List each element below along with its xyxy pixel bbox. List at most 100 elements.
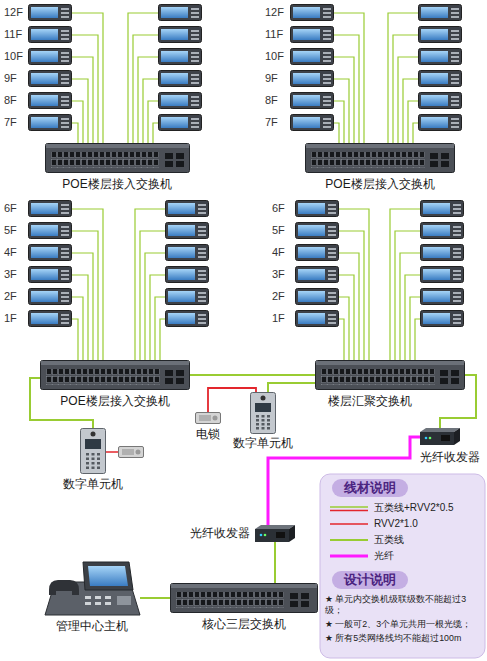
transceiver-graphic bbox=[420, 432, 454, 445]
cable-connector bbox=[274, 542, 276, 583]
unit-station-graphic bbox=[86, 462, 89, 465]
unit-station-node: 数字单元机 bbox=[233, 392, 293, 451]
unit-station-graphic bbox=[81, 429, 106, 474]
core-switch-graphic bbox=[171, 584, 317, 588]
switch-graphic bbox=[165, 378, 173, 384]
floor-label: 4F bbox=[272, 246, 285, 259]
legend-panel bbox=[320, 474, 485, 658]
floor-label: 12F bbox=[4, 6, 23, 19]
core-switch-graphic bbox=[301, 593, 309, 599]
switch-graphic bbox=[41, 361, 190, 390]
unit-station-graphic bbox=[97, 458, 100, 461]
transceiver-graphic bbox=[264, 534, 267, 537]
floor-label: 10F bbox=[4, 50, 23, 63]
floor-label: 12F bbox=[265, 6, 284, 19]
unit-station-graphic bbox=[256, 415, 270, 430]
monitor-wires bbox=[72, 209, 103, 360]
unit-station-graphic bbox=[262, 419, 265, 422]
lock-graphic bbox=[196, 413, 221, 424]
management-host-graphic bbox=[105, 602, 111, 605]
legend-panel bbox=[330, 555, 368, 558]
legend-entry: 光纤 bbox=[374, 550, 394, 562]
unit-station-graphic bbox=[262, 427, 265, 430]
unit-station-graphic bbox=[91, 432, 96, 437]
legend-text: 五类线+RVV2*0.5 bbox=[374, 502, 454, 513]
legend-panel bbox=[330, 510, 368, 512]
lock-graphic bbox=[119, 447, 144, 458]
unit-station-graphic bbox=[262, 423, 265, 426]
switch-graphic bbox=[316, 361, 464, 365]
transceiver-graphic bbox=[255, 525, 295, 529]
floor-label: 5F bbox=[4, 224, 17, 237]
design-note: ★ 单元内交换机级联级数不能超过3级； bbox=[325, 594, 483, 616]
switch-graphic bbox=[441, 153, 449, 159]
management-host-graphic bbox=[45, 562, 140, 615]
node-label: 数字单元机 bbox=[63, 478, 123, 492]
transceiver-graphic bbox=[454, 428, 460, 445]
switch-graphic bbox=[176, 370, 184, 376]
indoor-monitors bbox=[29, 5, 464, 327]
floor-label: 1F bbox=[272, 312, 285, 325]
floor-label: 3F bbox=[4, 268, 17, 281]
unit-station-graphic bbox=[85, 439, 101, 449]
switch-graphic bbox=[430, 161, 438, 167]
management-host-graphic bbox=[85, 596, 131, 605]
switch-graphic bbox=[46, 144, 190, 173]
monitor-wires bbox=[334, 13, 364, 143]
cable-connector bbox=[140, 597, 170, 599]
door-lock-node: 电锁 bbox=[195, 412, 221, 442]
transceiver-graphic bbox=[420, 428, 460, 432]
transceiver-graphic bbox=[276, 532, 285, 538]
management-host-graphic bbox=[88, 566, 128, 586]
unit-station-node: 数字单元机 bbox=[63, 428, 123, 492]
lock-graphic bbox=[199, 415, 211, 421]
unit-station-graphic bbox=[267, 423, 270, 426]
management-host-node: 管理中心主机 bbox=[45, 560, 140, 634]
transceiver-graphic bbox=[420, 428, 460, 445]
node-label: POE楼层接入交换机 bbox=[62, 178, 171, 192]
legend-text: RVV2*1.0 bbox=[374, 518, 418, 529]
unit-station-graphic bbox=[251, 393, 276, 434]
unit-station-graphic bbox=[267, 427, 270, 430]
design-note: ★ 所有5类网络线均不能超过100m bbox=[325, 633, 483, 644]
transceiver-graphic bbox=[260, 534, 263, 537]
switch-graphic bbox=[440, 370, 448, 376]
transceiver-graphic bbox=[429, 437, 432, 440]
switch-graphic bbox=[51, 152, 159, 168]
lock-graphic bbox=[119, 447, 144, 458]
cable-connector bbox=[190, 374, 315, 376]
unit-station-graphic bbox=[92, 467, 95, 470]
switch-graphic bbox=[306, 144, 455, 173]
unit-station-graphic bbox=[261, 396, 266, 401]
floor-label: 10F bbox=[265, 50, 284, 63]
node-label: POE楼层接入交换机 bbox=[60, 395, 169, 409]
floor-label: 2F bbox=[4, 290, 17, 303]
floor-label: 8F bbox=[265, 94, 278, 107]
unit-station-graphic bbox=[97, 462, 100, 465]
transceiver-graphic bbox=[289, 525, 295, 542]
fiber-transceiver-node: 光纤收发器 bbox=[420, 428, 480, 465]
unit-station-graphic bbox=[86, 453, 100, 469]
unit-station-graphic bbox=[86, 467, 89, 470]
node-label: 楼层汇聚交换机 bbox=[328, 395, 412, 409]
floor-label: 9F bbox=[265, 72, 278, 85]
node-label: 核心三层交换机 bbox=[202, 618, 286, 632]
switch-graphic bbox=[321, 369, 435, 385]
switch-graphic bbox=[306, 144, 454, 148]
core-switch-graphic bbox=[176, 592, 284, 608]
monitor-wires bbox=[388, 13, 418, 143]
switch-graphic bbox=[441, 161, 449, 167]
floor-label: 7F bbox=[265, 116, 278, 129]
unit-station-graphic bbox=[256, 427, 259, 430]
legend-panel bbox=[320, 474, 485, 658]
floor-label: 9F bbox=[4, 72, 17, 85]
cable-connector bbox=[268, 383, 315, 392]
unit-station-graphic bbox=[86, 453, 89, 456]
indoor-monitors bbox=[291, 5, 334, 131]
switch-graphic bbox=[176, 378, 184, 384]
legend-panel bbox=[330, 523, 368, 525]
switch-graphic bbox=[46, 144, 189, 148]
